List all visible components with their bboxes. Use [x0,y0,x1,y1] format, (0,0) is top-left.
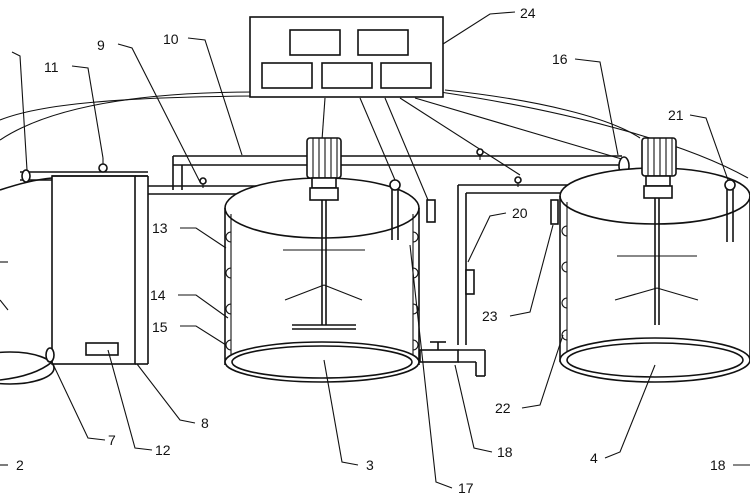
label-13: 13 [152,220,168,236]
label-23: 23 [482,308,498,324]
label-4: 4 [590,450,598,466]
label-10: 10 [163,31,179,47]
label-22: 22 [495,400,511,416]
label-17: 17 [458,480,474,496]
label-14: 14 [150,287,166,303]
label-3: 3 [366,457,374,473]
control-box [249,16,444,98]
label-9: 9 [97,37,105,53]
label-11: 11 [44,59,59,75]
label-24: 24 [520,5,536,21]
label-20: 20 [512,205,528,221]
label-7: 7 [108,432,116,448]
label-12: 12 [155,442,171,458]
leader-lines [0,11,750,489]
label-8: 8 [201,415,209,431]
label-2: 2 [16,457,24,473]
part-labels: 11 9 10 24 16 21 13 20 14 15 23 22 8 7 1… [16,5,726,496]
label-18-right: 18 [710,457,726,473]
pipe-11 [20,158,148,183]
label-21: 21 [668,107,684,123]
tank-4 [550,137,750,383]
top-pipe-10 [172,148,630,190]
tank-3 [224,137,436,383]
label-18-center: 18 [497,444,513,460]
label-16: 16 [552,51,568,67]
vessel-8 [45,175,149,365]
bottom-outlet [419,341,486,377]
label-15: 15 [152,319,168,335]
